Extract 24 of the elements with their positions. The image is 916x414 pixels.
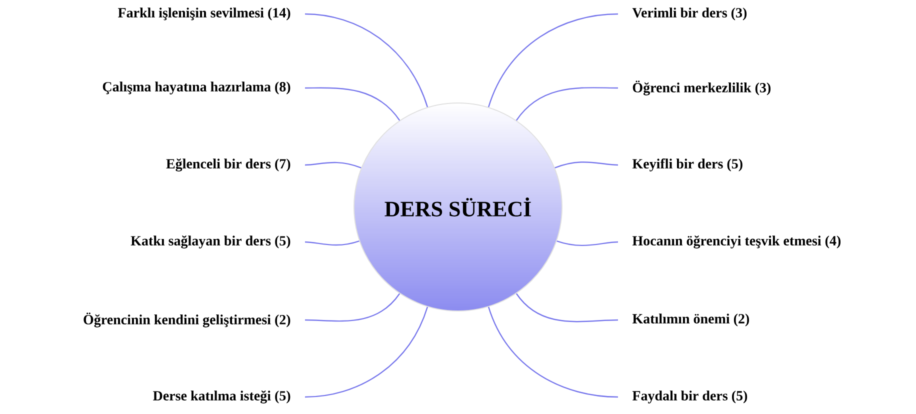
topic-label: Öğrenci merkezlilik (3) xyxy=(632,80,771,96)
topic-label: Farklı işlenişin sevilmesi (14) xyxy=(118,8,290,20)
topic-label: Keyifli bir ders (5) xyxy=(632,158,742,172)
connector-line xyxy=(305,293,400,322)
connector-line xyxy=(304,240,360,246)
connector-line xyxy=(305,87,400,121)
topic-label: Katılımın önemi (2) xyxy=(632,314,750,326)
topic-label: Verimli bir ders (3) xyxy=(632,8,747,20)
connector-line xyxy=(304,306,428,398)
connector-line xyxy=(556,240,618,246)
topic-label: Hocanın öğrenciyi teşvik etmesi (4) xyxy=(632,236,841,248)
topic-label: Çalışma hayatına hazırlama (8) xyxy=(102,82,290,94)
topic-label: Faydalı bir ders (5) xyxy=(632,390,748,404)
connector-line xyxy=(488,306,618,398)
connector-line xyxy=(554,162,618,168)
connector-line xyxy=(516,293,618,322)
topic-label: Derse katılma isteği (5) xyxy=(153,390,290,404)
topic-label: Katkı sağlayan bir ders (5) xyxy=(130,236,290,248)
connector-line xyxy=(304,13,428,108)
topic-label: Öğrencinin kendini geliştirmesi (2) xyxy=(84,312,290,328)
topic-label: Eğlenceli bir ders (7) xyxy=(166,158,290,172)
connector-line xyxy=(304,162,362,168)
connector-line xyxy=(516,87,618,121)
connector-line xyxy=(488,13,618,108)
